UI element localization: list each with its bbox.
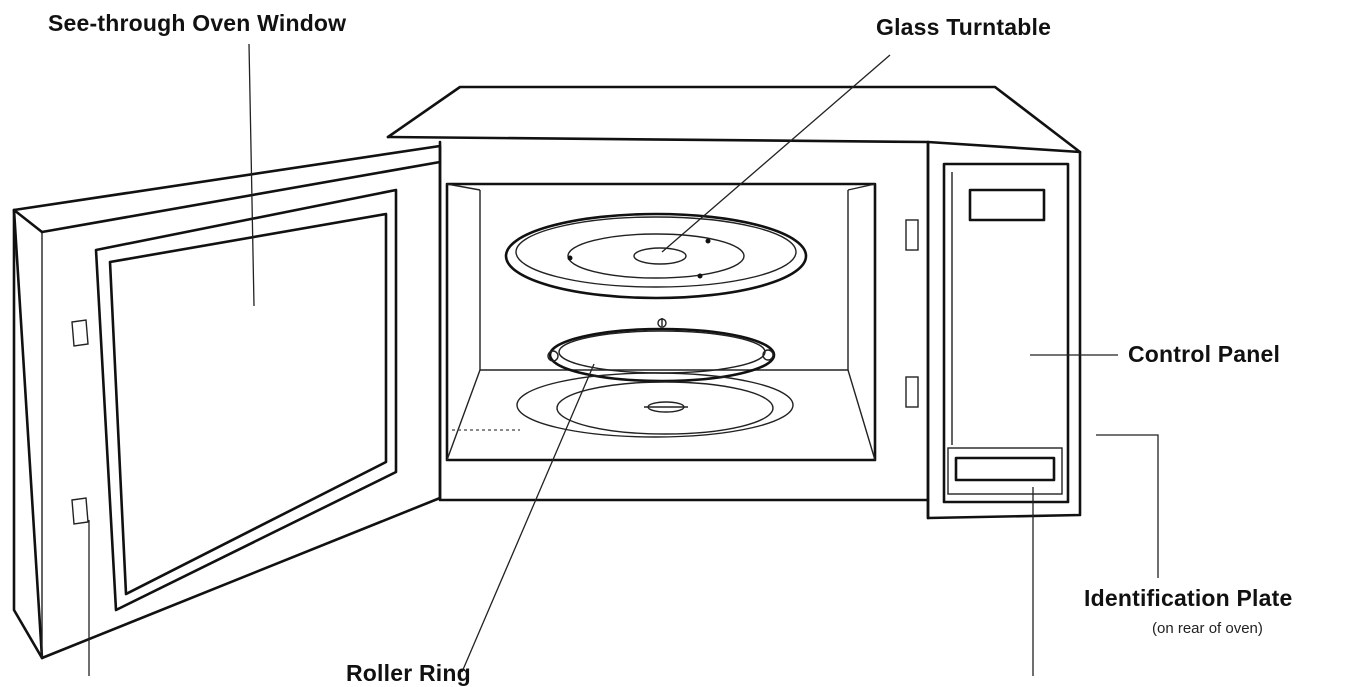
control-panel-shape xyxy=(942,162,1070,504)
oven-door xyxy=(12,144,442,660)
label-glass-turntable: Glass Turntable xyxy=(876,14,1052,40)
leader-lines xyxy=(88,43,1159,676)
label-see-through-oven-window: See-through Oven Window xyxy=(48,10,347,36)
glass-turntable-shape xyxy=(504,212,808,300)
roller-ring-shape xyxy=(547,318,776,383)
oven-cavity xyxy=(445,182,877,462)
label-control-panel: Control Panel xyxy=(1128,341,1281,367)
label-roller-ring: Roller Ring xyxy=(346,660,471,686)
door-latch-slots xyxy=(905,219,919,408)
oven-body xyxy=(386,85,1082,520)
label-identification-plate: Identification Plate xyxy=(1084,585,1293,611)
label-identification-plate-note: (on rear of oven) xyxy=(1152,620,1263,637)
cavity-floor-recess xyxy=(516,372,794,438)
